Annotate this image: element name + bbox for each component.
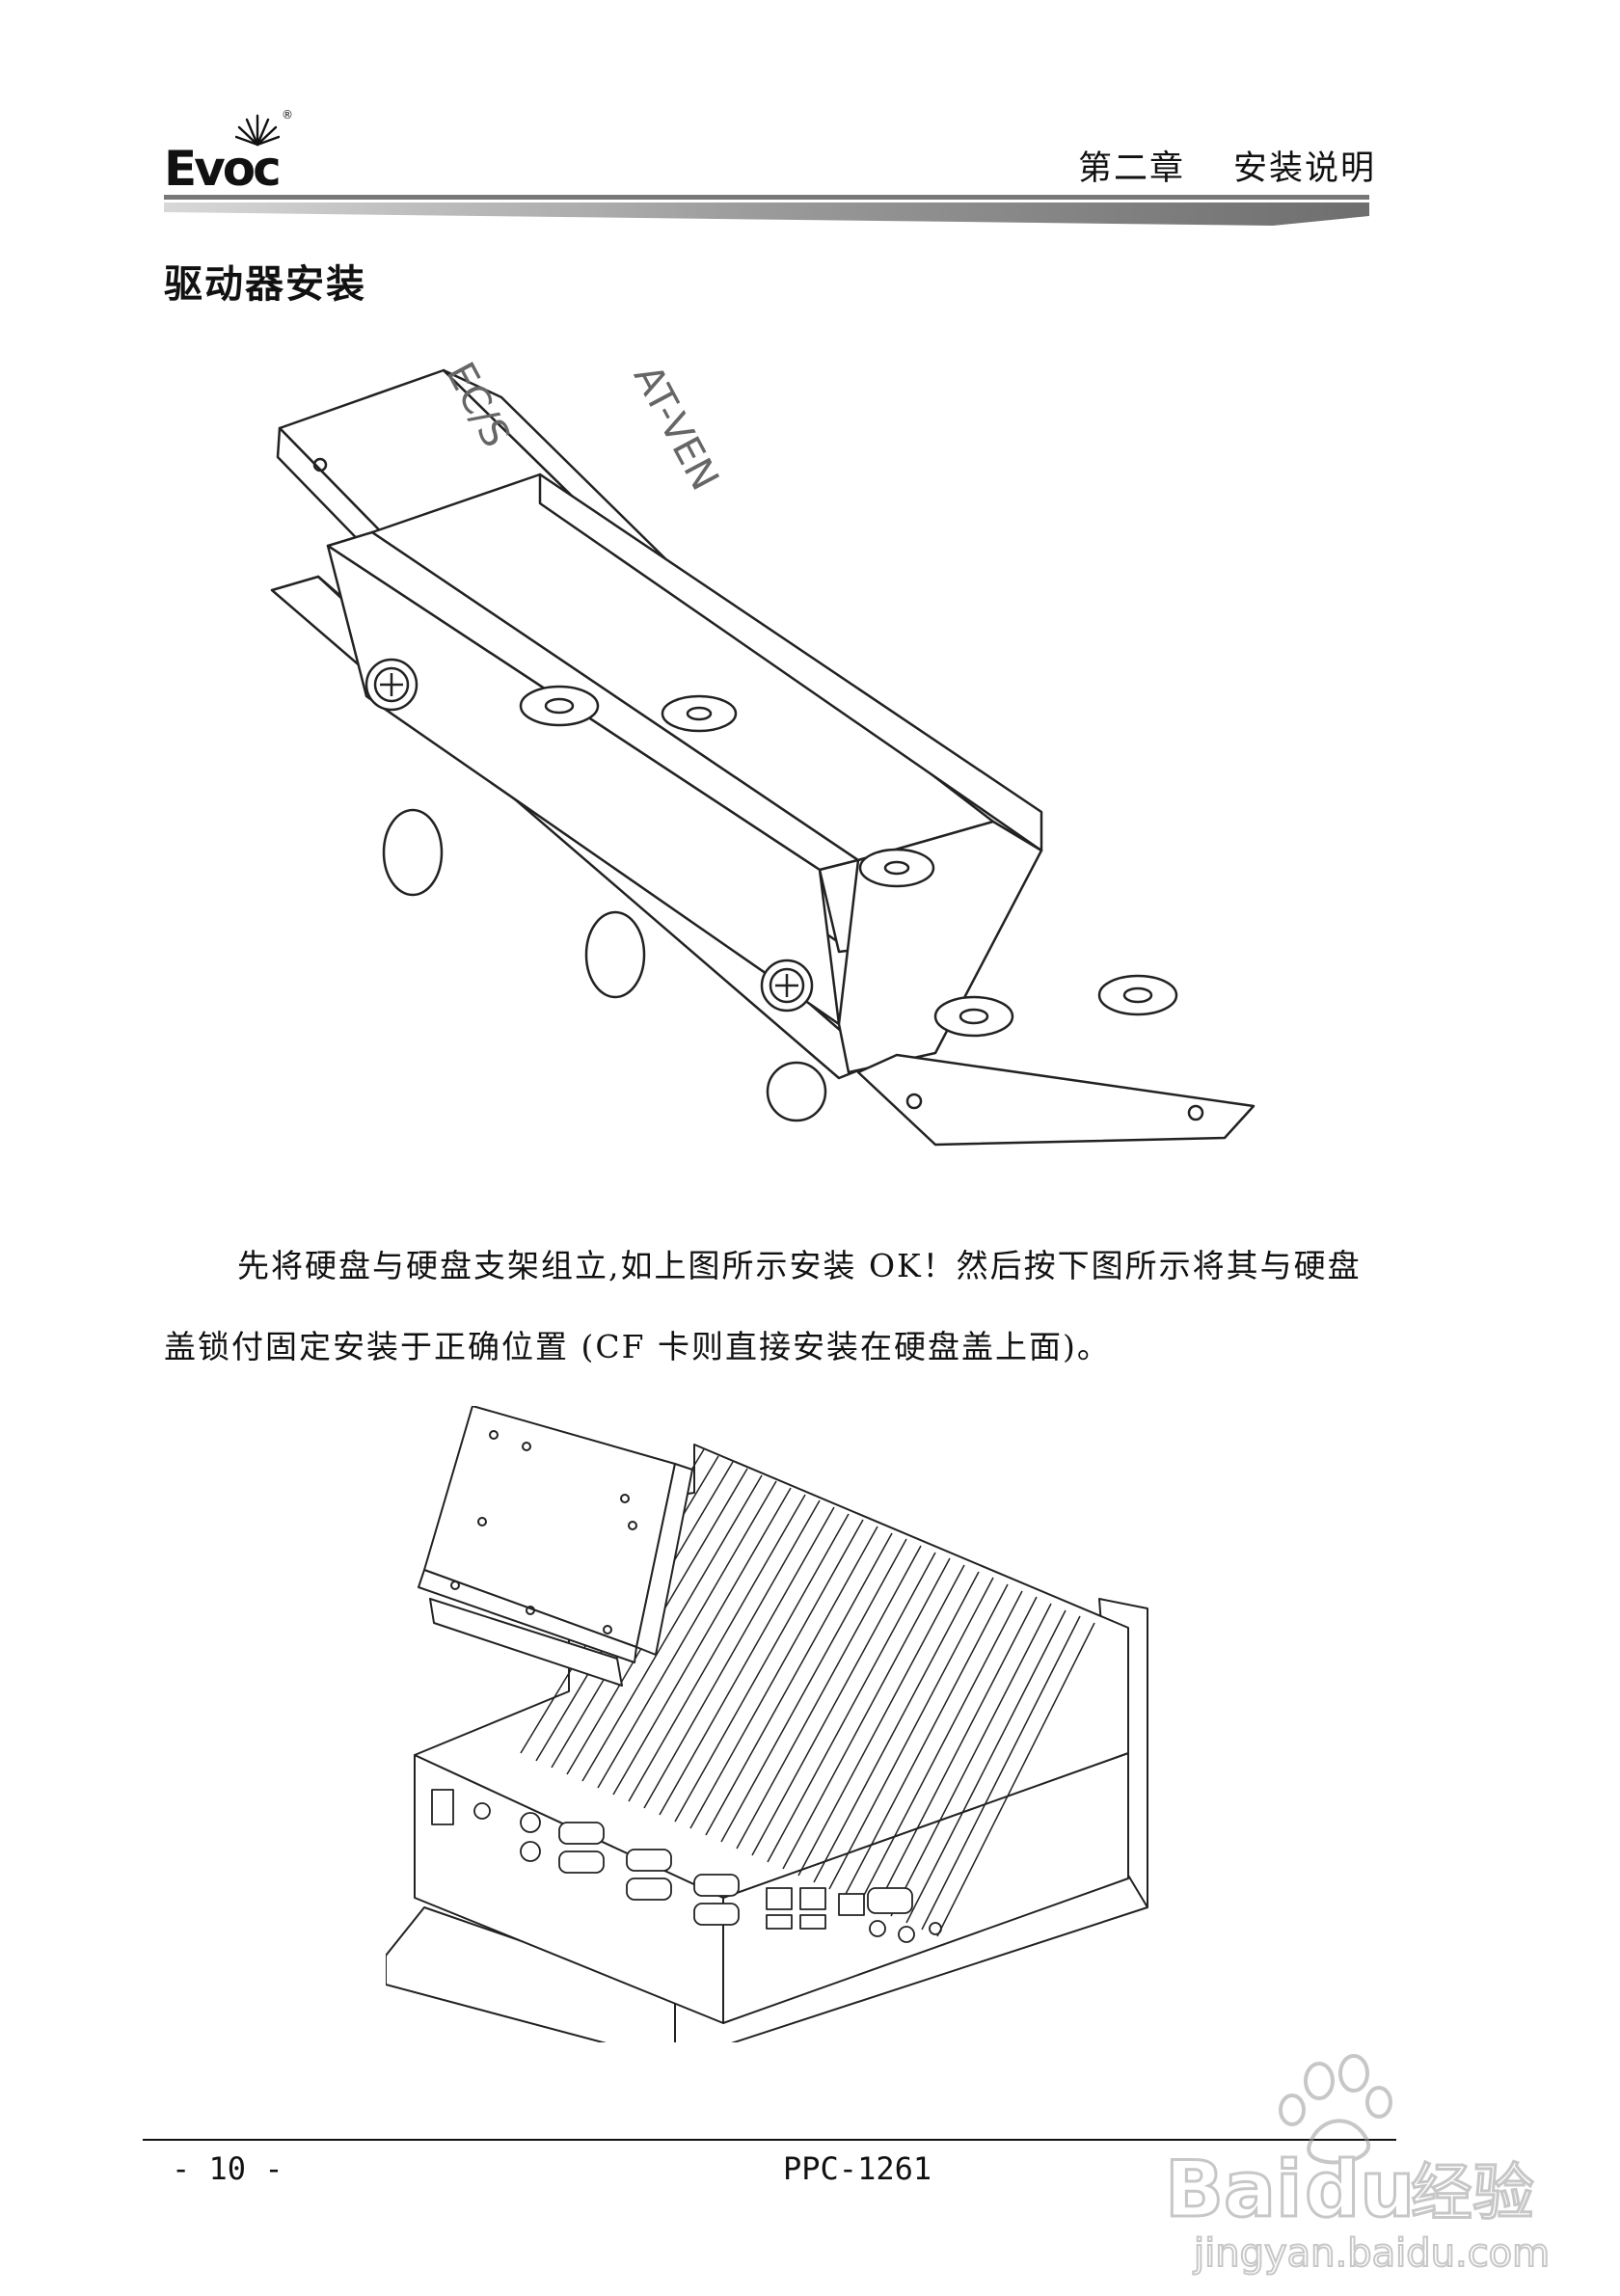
footer-model-number: PPC-1261 xyxy=(783,2150,932,2187)
header-chapter: 第二章 xyxy=(1078,149,1186,188)
body-text-line-1: 先将硬盘与硬盘支架组立,如上图所示安装 OK！然后按下图所示将其与硬盘 xyxy=(237,1247,1362,1284)
watermark-brand: Bai xyxy=(1165,2145,1302,2234)
watermark-product: 经验 xyxy=(1411,2158,1534,2229)
chassis-hdd-cover-figure xyxy=(386,1406,1148,2042)
footer-page-number: - 10 - xyxy=(172,2150,284,2187)
hdd-bracket-drawing xyxy=(270,473,1256,1147)
watermark-brand-du: du xyxy=(1305,2145,1415,2234)
drive-label-at: AT-VEN xyxy=(625,359,727,498)
evoc-logo: ® Evoc xyxy=(164,108,293,197)
header-title: 安装说明 xyxy=(1233,149,1377,188)
section-heading: 驱动器安装 xyxy=(164,262,366,307)
logo-wordmark: Evoc xyxy=(164,141,282,197)
logo-starburst-icon xyxy=(235,114,280,147)
footer-rule xyxy=(143,2139,1396,2141)
hdd-bracket-assembly-figure: EC/S AT-VEN xyxy=(270,359,1256,1147)
rear-io-ports-drawing xyxy=(431,1789,942,1943)
paw-icon xyxy=(1279,2054,1392,2165)
hdd-cover-drawing xyxy=(418,1406,693,1687)
heatsink-fins-drawing xyxy=(520,1448,1095,1937)
body-text-line-2: 盖锁付固定安装于正确位置 (CF 卡则直接安装在硬盘盖上面)。 xyxy=(164,1328,1111,1365)
baidu-jingyan-watermark: Bai du 经验 jingyan.baidu.com xyxy=(1164,2054,1551,2277)
header-rule xyxy=(164,195,1369,226)
logo-registered-mark: ® xyxy=(282,108,293,122)
watermark-url: jingyan.baidu.com xyxy=(1193,2231,1550,2276)
